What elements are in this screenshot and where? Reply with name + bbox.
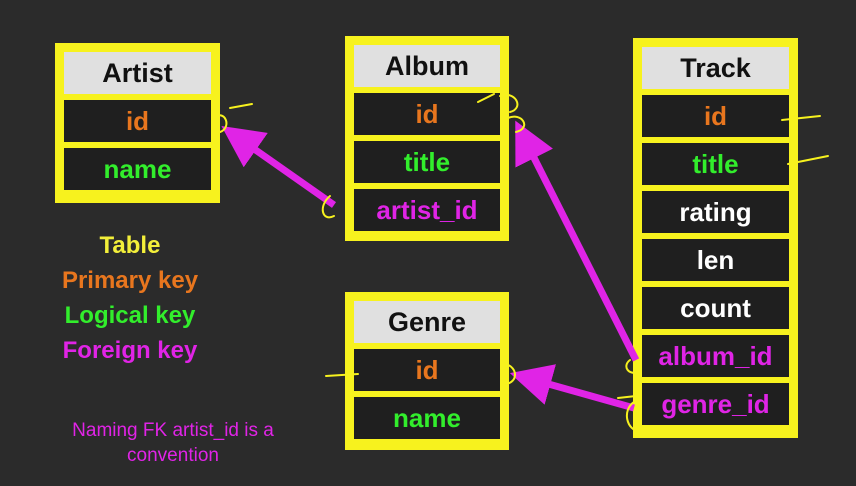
album-artist-id-field: artist_id <box>354 189 500 231</box>
arrow-track-genre <box>509 364 635 412</box>
track-len-field: len <box>642 239 789 281</box>
album-id-field: id <box>354 93 500 135</box>
track-table: Track id title rating len count album_id… <box>633 38 798 438</box>
track-genre-id-field: genre_id <box>642 383 789 425</box>
arrow-track-album <box>515 120 640 362</box>
legend-logical-key: Logical key <box>64 302 196 329</box>
artist-id-field: id <box>64 100 211 142</box>
album-table-header: Album <box>354 45 500 87</box>
arrow-album-artist <box>221 125 337 208</box>
album-table: Album id title artist_id <box>345 36 509 241</box>
artist-table: Artist id name <box>55 43 220 203</box>
genre-table: Genre id name <box>345 292 509 450</box>
legend-table: Table <box>99 232 161 259</box>
genre-name-field: name <box>354 397 500 439</box>
album-title-field: title <box>354 141 500 183</box>
legend-primary-key: Primary key <box>61 267 199 294</box>
legend-foreign-key: Foreign key <box>62 337 198 364</box>
track-rating-field: rating <box>642 191 789 233</box>
track-album-id-field: album_id <box>642 335 789 377</box>
artist-table-header: Artist <box>64 52 211 94</box>
track-title-field: title <box>642 143 789 185</box>
track-count-field: count <box>642 287 789 329</box>
genre-id-field: id <box>354 349 500 391</box>
legend: Table Primary key Logical key Foreign ke… <box>40 228 220 368</box>
genre-table-header: Genre <box>354 301 500 343</box>
track-id-field: id <box>642 95 789 137</box>
track-table-header: Track <box>642 47 789 89</box>
convention-note: Naming FK artist_id is a convention <box>72 420 274 466</box>
artist-name-field: name <box>64 148 211 190</box>
